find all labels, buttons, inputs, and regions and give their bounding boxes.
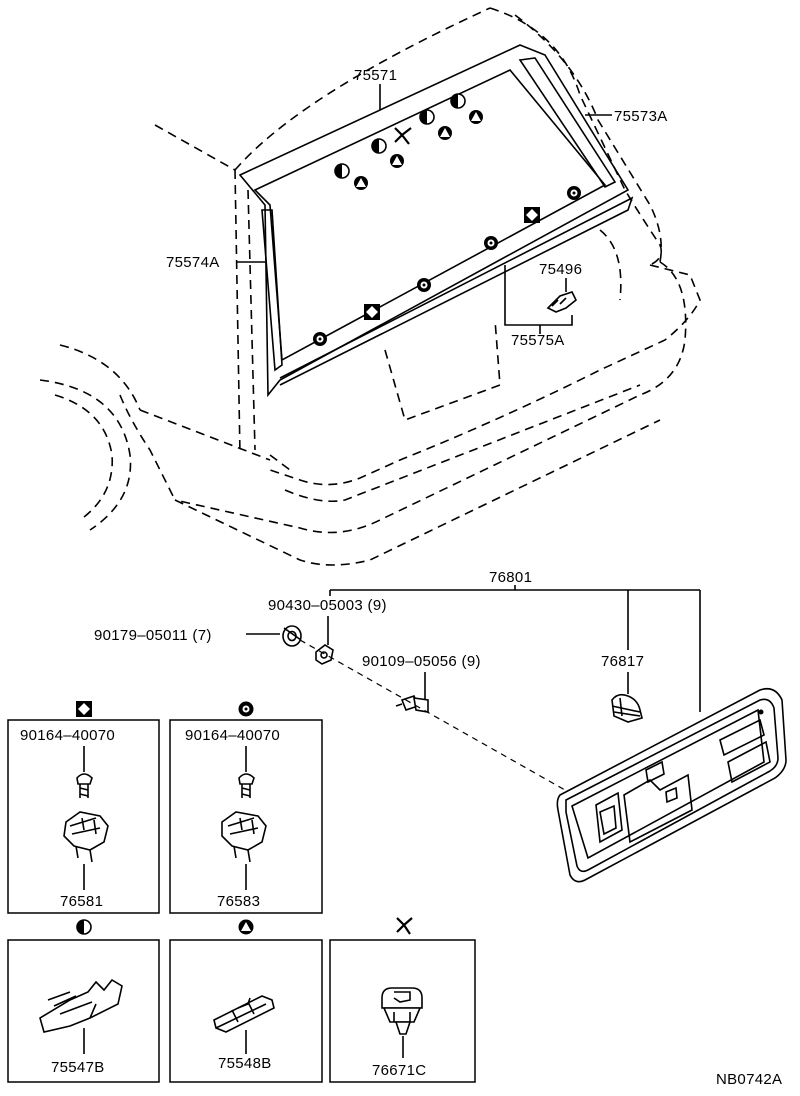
half-circle-icon bbox=[371, 138, 387, 154]
bracket-76583-icon bbox=[221, 811, 267, 863]
ring-icon bbox=[567, 186, 581, 200]
washer-90430 bbox=[315, 644, 334, 665]
clip-76817 bbox=[611, 693, 643, 723]
part-label-76671C: 76671C bbox=[372, 1062, 426, 1079]
part-75496-clip bbox=[546, 291, 578, 313]
retainer-75548B-icon bbox=[213, 995, 275, 1033]
bracket-76581-icon bbox=[63, 811, 109, 863]
label-75573A: 75573A bbox=[614, 108, 668, 125]
ring-icon bbox=[313, 332, 327, 346]
screw-90164-icon bbox=[238, 773, 255, 798]
triangle-circle-icon bbox=[469, 110, 483, 124]
half-circle-icon bbox=[419, 109, 435, 125]
part-label-75547B: 75547B bbox=[51, 1059, 105, 1076]
rear-window bbox=[238, 44, 634, 398]
car-body-outline bbox=[39, 7, 701, 566]
ring-icon bbox=[238, 701, 254, 717]
diamond-icon bbox=[76, 701, 92, 717]
half-circle-icon bbox=[450, 93, 466, 109]
part-label-75548B: 75548B bbox=[218, 1055, 272, 1072]
diamond-icon bbox=[364, 304, 380, 320]
clip-76671C-icon bbox=[381, 987, 423, 1035]
triangle-circle-icon bbox=[354, 176, 368, 190]
screw-90109 bbox=[395, 695, 429, 713]
triangle-circle-icon bbox=[238, 919, 254, 935]
ring-icon bbox=[417, 278, 431, 292]
label-75574A: 75574A bbox=[166, 254, 220, 271]
label-75496: 75496 bbox=[539, 261, 582, 278]
label-76801: 76801 bbox=[489, 569, 532, 586]
panel-76671C: 76671C bbox=[329, 917, 476, 1083]
door-trim-panel bbox=[556, 687, 787, 883]
ring-icon bbox=[484, 236, 498, 250]
part-label-76581: 76581 bbox=[60, 893, 103, 910]
diamond-icon bbox=[524, 207, 540, 223]
label-76817: 76817 bbox=[601, 653, 644, 670]
label-90430: 90430–05003 (9) bbox=[268, 597, 387, 614]
panel-76581: 90164–40070 76581 bbox=[7, 701, 160, 914]
diagram-code: NB0742A bbox=[716, 1071, 782, 1088]
assembly-line bbox=[299, 639, 566, 791]
label-75571: 75571 bbox=[354, 67, 397, 84]
triangle-circle-icon bbox=[390, 154, 404, 168]
screw-label-76583: 90164–40070 bbox=[185, 727, 280, 744]
half-circle-icon bbox=[334, 163, 350, 179]
panel-76583: 90164–40070 76583 bbox=[169, 701, 323, 914]
triangle-circle-icon bbox=[438, 126, 452, 140]
part-label-76583: 76583 bbox=[217, 893, 260, 910]
screw-label-76581: 90164–40070 bbox=[20, 727, 115, 744]
panel-75548B: 75548B bbox=[169, 919, 323, 1083]
retainer-75547B-icon bbox=[39, 978, 123, 1033]
label-90109: 90109–05056 (9) bbox=[362, 653, 481, 670]
label-90179: 90179–05011 (7) bbox=[94, 627, 212, 644]
pinwheel-icon bbox=[396, 917, 413, 935]
panel-75547B: 75547B bbox=[7, 919, 160, 1083]
label-75575A: 75575A bbox=[511, 332, 565, 349]
glass-clip-symbols bbox=[313, 93, 581, 346]
nut-90179 bbox=[282, 625, 302, 647]
half-circle-icon bbox=[76, 919, 92, 935]
bracket-75575A bbox=[504, 265, 573, 326]
pinwheel-icon bbox=[394, 127, 412, 145]
screw-90164-icon bbox=[76, 773, 93, 798]
